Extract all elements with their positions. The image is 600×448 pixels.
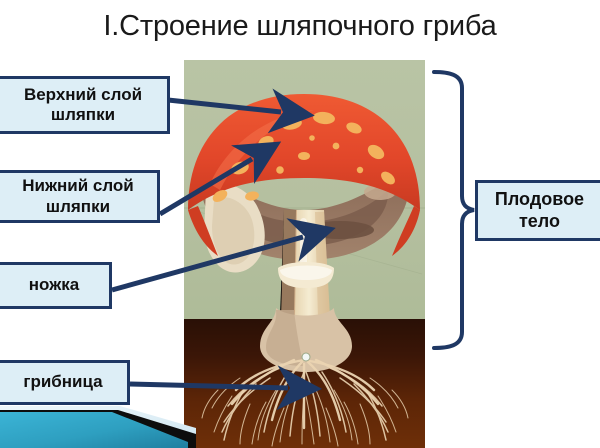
label-mycelium[interactable]: грибница	[0, 360, 130, 405]
label-line-2: тело	[518, 210, 561, 231]
label-top-cap-layer[interactable]: Верхний слой шляпки	[0, 76, 170, 134]
label-line-2: шляпки	[45, 196, 111, 216]
page-title: I.Строение шляпочного гриба	[103, 10, 497, 42]
brace-fruiting-body	[432, 70, 475, 350]
arrow-top-cap-layer	[167, 88, 315, 134]
label-line-1: Плодовое	[494, 189, 585, 210]
label-top-cap-layer-text: Верхний слой шляпки	[24, 85, 142, 125]
label-bottom-cap-layer[interactable]: Нижний слой шляпки	[0, 170, 160, 223]
label-fruiting-body-text: Плодовое тело	[495, 189, 584, 231]
label-fruiting-body[interactable]: Плодовое тело	[475, 180, 600, 241]
label-bottom-cap-layer-text: Нижний слой шляпки	[22, 176, 134, 216]
label-line-1: Верхний слой	[23, 84, 143, 104]
arrow-mycelium	[129, 365, 322, 411]
label-line-2: шляпки	[50, 105, 116, 124]
decorative-teal-band	[0, 398, 196, 448]
label-line-1: Нижний слой	[22, 176, 134, 196]
label-stalk[interactable]: ножка	[0, 262, 112, 309]
arrow-bottom-cap-layer	[158, 141, 282, 217]
teal-band-shape	[0, 406, 196, 448]
diagram-point-marker	[301, 352, 311, 362]
arrow-stalk	[111, 218, 336, 293]
